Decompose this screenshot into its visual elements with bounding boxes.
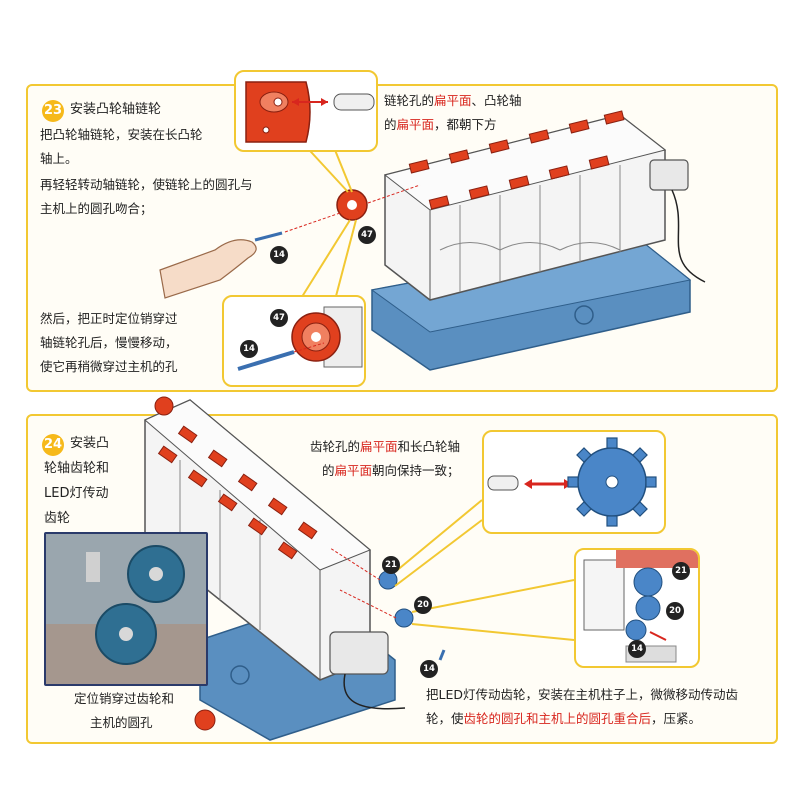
note-text: 的: [384, 117, 397, 132]
step-24-note-line-2: 的扁平面朝向保持一致；: [322, 460, 460, 482]
note-text: ，都朝下方: [434, 117, 497, 132]
step-23-number: 23: [42, 100, 64, 122]
step-23-instr-2c: 使它再稍微穿过主机的孔: [40, 359, 178, 374]
step-23-title: 安装凸轮轴链轮: [70, 102, 162, 117]
note-emphasis: 齿轮的圆孔和主机上的圆孔重合后: [463, 711, 652, 726]
step-23-instr-1a: 把凸轮轴链轮，安装在长凸轮: [40, 127, 203, 142]
note-text: 朝向保持一致；: [372, 463, 460, 478]
photo-caption-line-2: 主机的圆孔: [90, 715, 153, 730]
inset-badge-14: 14: [240, 340, 258, 358]
inset-badge-20: 20: [666, 602, 684, 620]
step-24-note-line-1: 齿轮孔的扁平面和长凸轮轴: [310, 436, 460, 458]
note-emphasis: 扁平面: [434, 93, 472, 108]
step-23-instr-1d: 主机上的圆孔吻合；: [40, 201, 153, 216]
step-23-instr-2b: 轴链轮孔后，慢慢移动，: [40, 335, 178, 350]
note-text: 的: [322, 463, 335, 478]
step-23-instr-2a: 然后，把正时定位销穿过: [40, 311, 178, 326]
note-text: 轮，使: [426, 711, 464, 726]
note-emphasis: 扁平面: [360, 439, 398, 454]
step-23-hole-detail-inset: [234, 70, 378, 152]
step-24-title-line-2: 轮轴齿轮和: [44, 461, 110, 476]
note-text: 和长凸轮轴: [397, 439, 461, 454]
inset-badge-14: 14: [628, 640, 646, 658]
step-24-title-line-1: 安装凸: [70, 436, 110, 451]
inset-badge-47: 47: [270, 309, 288, 327]
step-23-instr-1c: 再轻轻转动轴链轮，使链轮上的圆孔与: [40, 177, 253, 192]
step-23-note-line-1: 链轮孔的扁平面、凸轮轴: [384, 90, 522, 112]
part-badge-14: 14: [420, 660, 438, 678]
step-23-instr-1b: 轴上。: [40, 151, 78, 166]
part-badge-47: 47: [358, 226, 376, 244]
step-24-gear-hole-inset: [482, 430, 666, 534]
part-badge-20: 20: [414, 596, 432, 614]
note-emphasis: 扁平面: [396, 117, 435, 132]
step-24-photo: [44, 532, 208, 686]
step-24-title-line-4: 齿轮: [44, 511, 71, 526]
part-badge-21: 21: [382, 556, 400, 574]
step-24-led-gear-inset: [574, 548, 700, 668]
part-badge-14: 14: [270, 246, 288, 264]
step-24-title-line-3: LED灯传动: [44, 486, 109, 501]
step-23-note-line-2: 的扁平面，都朝下方: [384, 114, 497, 136]
note-text: 齿轮孔的: [310, 439, 361, 454]
step-24-bottom-line-2: 轮，使齿轮的圆孔和主机上的圆孔重合后，压紧。: [426, 708, 701, 730]
note-text: 链轮孔的: [384, 93, 435, 108]
step-24-bottom-line-1: 把LED灯传动齿轮，安装在主机柱子上，微微移动传动齿: [426, 687, 738, 702]
note-emphasis: 扁平面: [334, 463, 373, 478]
note-text: ，压紧。: [651, 711, 702, 726]
inset-badge-21: 21: [672, 562, 690, 580]
photo-caption-line-1: 定位销穿过齿轮和: [74, 691, 175, 706]
step-24-number: 24: [42, 434, 64, 456]
note-text: 、凸轮轴: [471, 93, 522, 108]
